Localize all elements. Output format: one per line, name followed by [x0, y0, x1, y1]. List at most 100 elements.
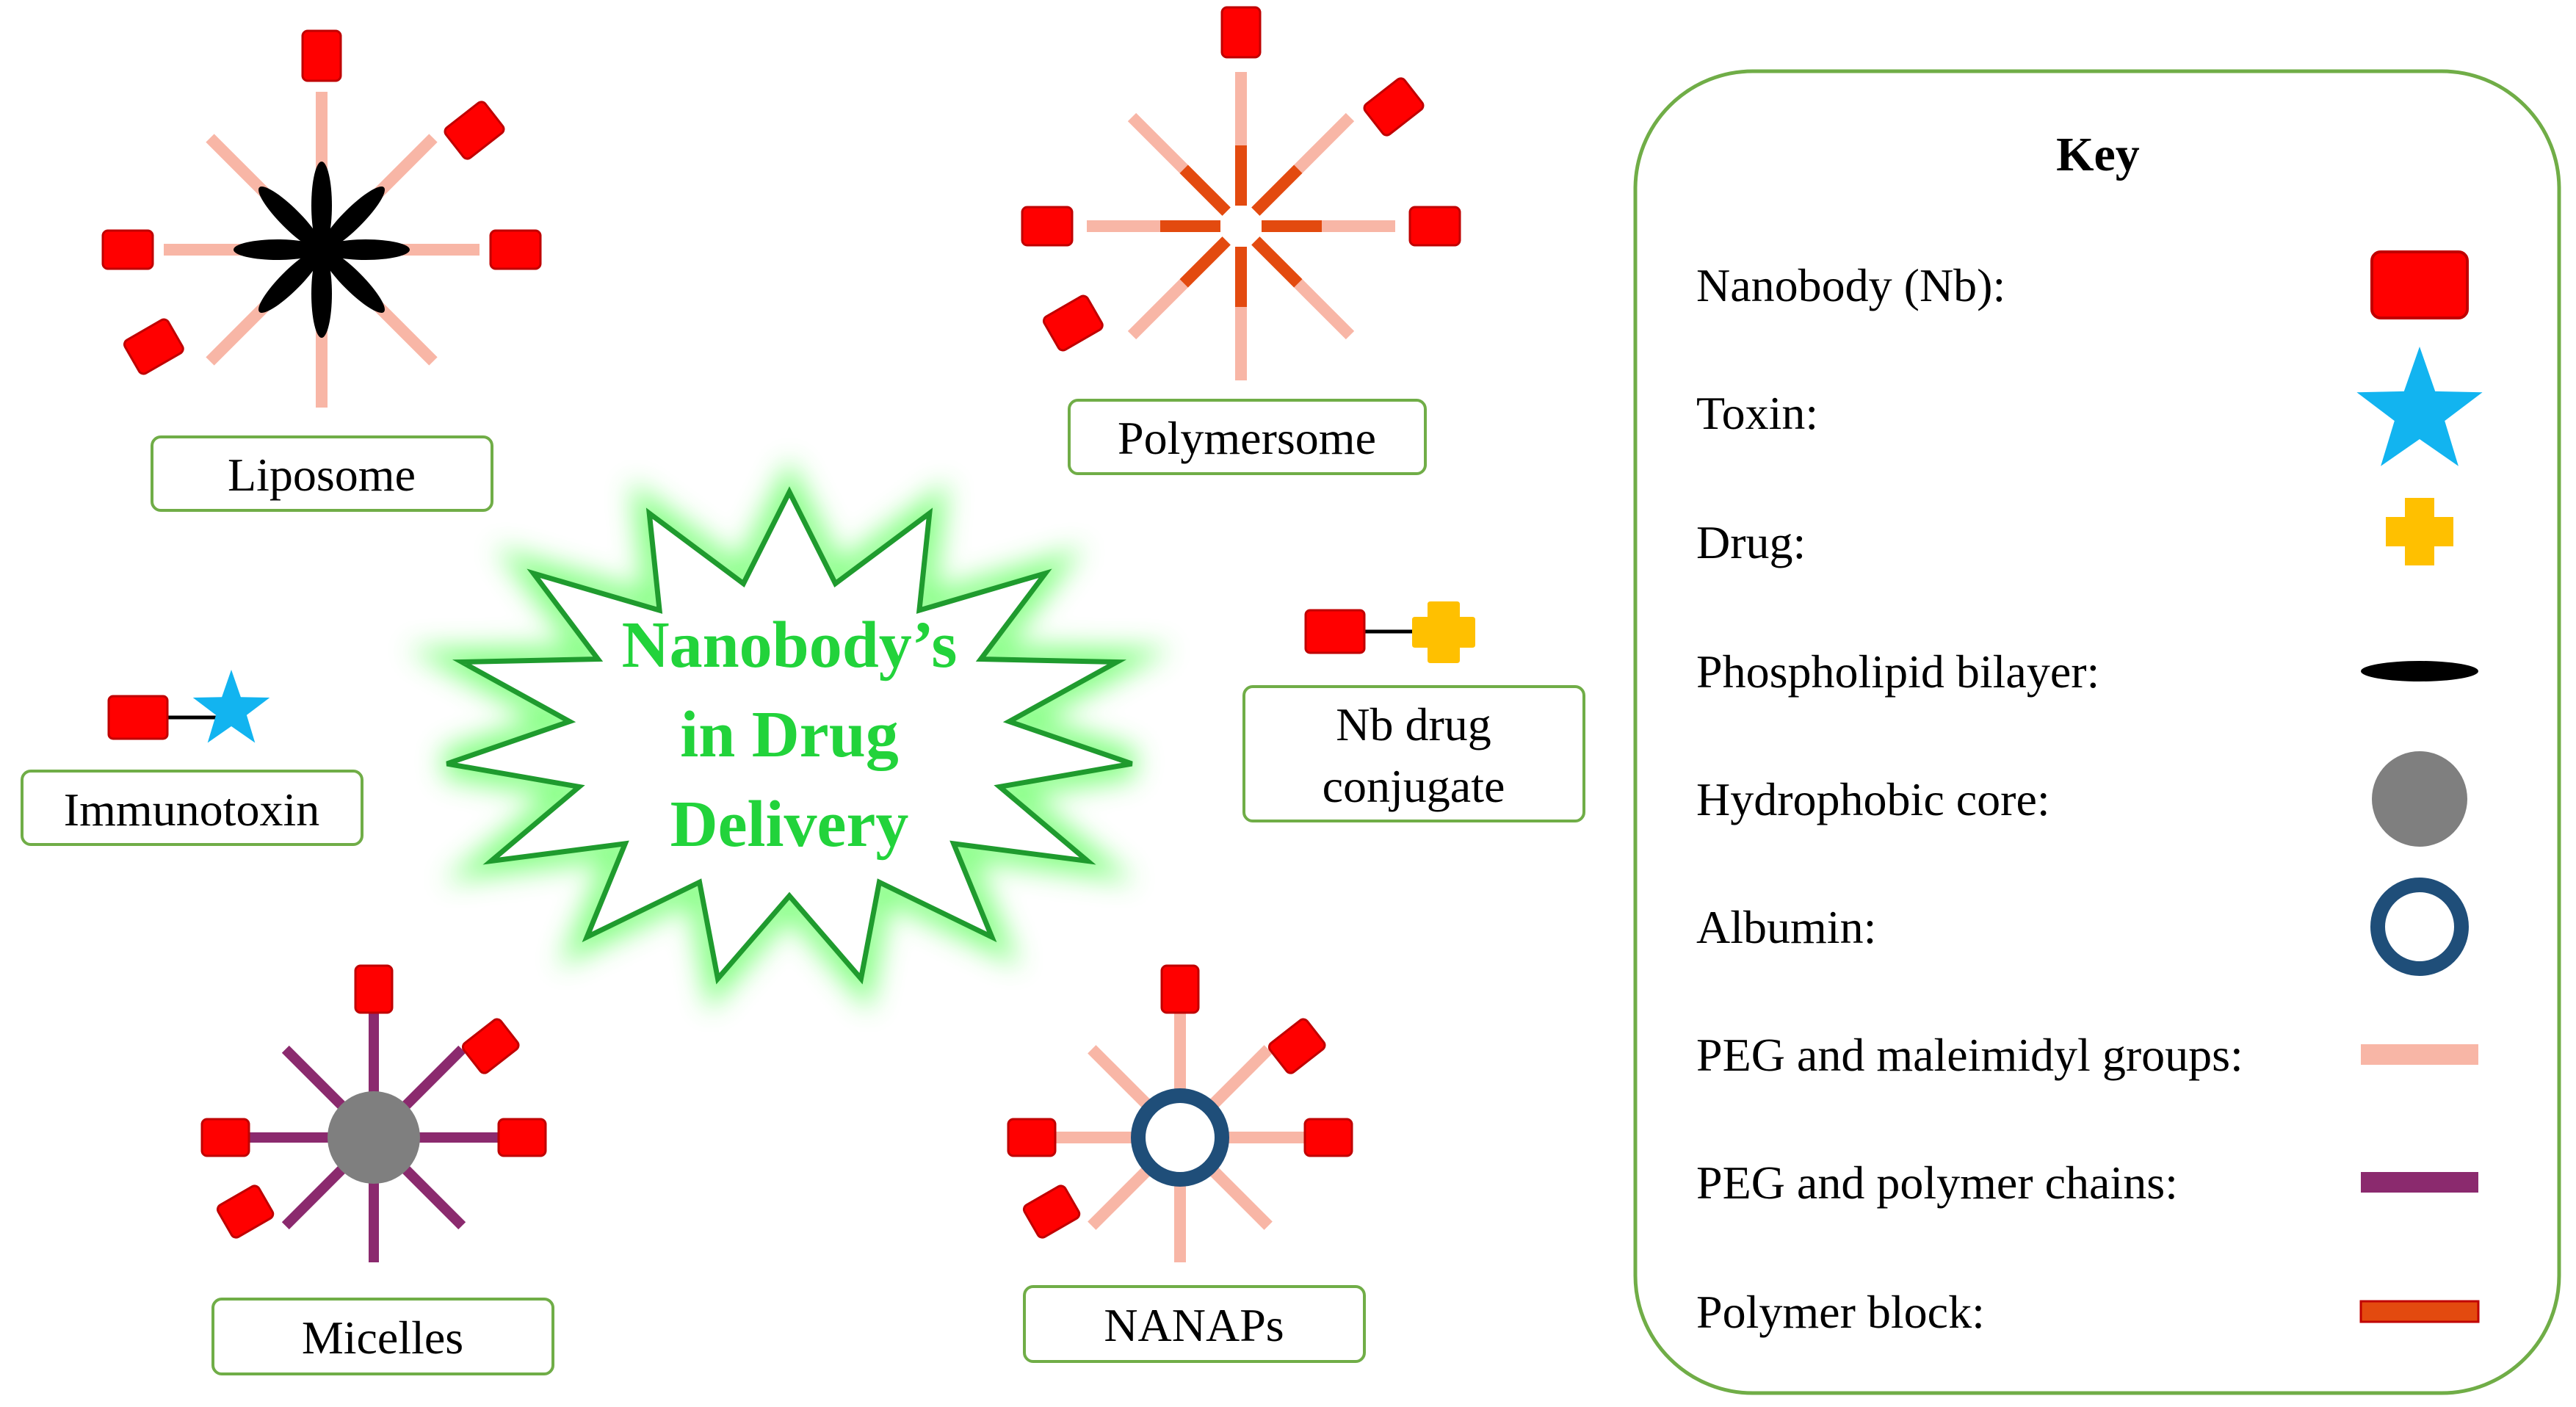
- key-item-label: Toxin:: [1696, 387, 1818, 439]
- nanobody-block: [1021, 206, 1074, 247]
- nanobody-rect: [301, 29, 342, 82]
- micelles-label-box: Micelles: [211, 1298, 554, 1375]
- liposome-diagram: [101, 29, 542, 408]
- nanobody-block: [1363, 77, 1425, 137]
- polymersome-diagram: [1021, 6, 1461, 380]
- phospholipid-petal: [258, 248, 323, 313]
- nanobody-rect: [216, 1184, 275, 1239]
- key-item-label: Nanobody (Nb):: [1696, 259, 2005, 311]
- micelles-label: Micelles: [302, 1312, 463, 1364]
- phospholipid-petal: [320, 248, 385, 313]
- nanobody-rect: [1022, 1184, 1081, 1239]
- polymersome-label: Polymersome: [1118, 412, 1376, 464]
- nanobody-block: [301, 29, 342, 82]
- nanobody-rect: [489, 229, 542, 270]
- liposome-label: Liposome: [228, 449, 416, 501]
- key-title: Key: [2056, 128, 2140, 181]
- conjugate-nanobody: [1304, 609, 1366, 654]
- polymer-block: [1251, 164, 1303, 216]
- nanobody-rect: [123, 318, 184, 375]
- micelles-diagram: [200, 964, 547, 1262]
- nanaps-label-box: NANAPs: [1023, 1285, 1366, 1363]
- phospholipid-petal: [311, 250, 332, 338]
- nanobody-rect: [497, 1118, 547, 1157]
- nanobody-block: [1220, 6, 1262, 59]
- nanobody-block: [1160, 964, 1200, 1014]
- phospholipid-petal: [320, 187, 385, 251]
- phospholipid-petal: [311, 162, 332, 250]
- nanobody-rect: [1042, 294, 1104, 352]
- key-items: Nanobody (Nb): Toxin: Drug: Phospholipid bi…: [1696, 250, 2483, 1338]
- nanobody-rect: [1220, 6, 1262, 59]
- polymer-block: [1179, 164, 1231, 216]
- nanobody-block: [123, 318, 184, 375]
- key-item-label: Drug:: [1696, 516, 1806, 568]
- immunotoxin-nanobody: [107, 695, 169, 740]
- nb-drug-conjugate-label-box: Nb drug conjugate: [1242, 685, 1585, 822]
- conjugate-drug-cross: [1412, 601, 1475, 663]
- nanobody-block: [1042, 294, 1104, 352]
- nanobody-rect: [461, 1018, 520, 1074]
- drug-cross-icon: [2386, 498, 2453, 565]
- nanobody-block: [200, 1118, 250, 1157]
- nanobody-rect: [1303, 1118, 1353, 1157]
- peg-maleimidyl-icon: [2361, 1044, 2478, 1065]
- immunotoxin-toxin-star: [192, 670, 270, 743]
- nanobody-block: [354, 964, 394, 1014]
- nanaps-diagram: [1007, 964, 1353, 1262]
- nanobody-rect: [1363, 77, 1425, 137]
- immunotoxin-label-box: Immunotoxin: [21, 770, 363, 846]
- immunotoxin-diagram: [107, 670, 270, 743]
- toxin-star-icon: [2356, 347, 2483, 466]
- polymersome-polymer-blocks: [1160, 145, 1322, 307]
- polymersome-peg-spokes: [1087, 72, 1395, 380]
- nanobody-block: [1408, 206, 1461, 247]
- nanobody-rect: [101, 229, 154, 270]
- micelle-nanobodies: [200, 964, 547, 1239]
- key-item-label: PEG and maleimidyl groups:: [1696, 1029, 2243, 1081]
- nanobody-block: [1303, 1118, 1353, 1157]
- nanaps-albumin-ring: [1131, 1088, 1229, 1187]
- nb-drug-conjugate-diagram: [1304, 601, 1475, 663]
- polymersome-label-box: Polymersome: [1068, 399, 1427, 475]
- liposome-nanobodies: [101, 29, 542, 375]
- nanobody-icon: [2370, 250, 2469, 319]
- phospholipid-petal: [258, 187, 323, 251]
- polymer-block: [1251, 236, 1303, 288]
- nanobody-rect: [1160, 964, 1200, 1014]
- phospholipid-petal: [234, 239, 322, 260]
- nanobody-rect: [1007, 1118, 1057, 1157]
- polymersome-nanobodies: [1021, 6, 1461, 352]
- nanobody-rect: [1408, 206, 1461, 247]
- albumin-ring-icon: [2370, 878, 2469, 976]
- nanobody-rect: [354, 964, 394, 1014]
- title-line-3: Delivery: [670, 788, 909, 861]
- nanobody-block: [101, 229, 154, 270]
- key-panel: Key Nanobody (Nb): Toxin: Drug: Phospholipi…: [1633, 69, 2561, 1395]
- key-item-label: Phospholipid bilayer:: [1696, 645, 2099, 698]
- nanobody-rect: [200, 1118, 250, 1157]
- liposome-label-box: Liposome: [151, 435, 493, 512]
- phospholipid-petal: [322, 239, 410, 260]
- nanobody-rect: [1021, 206, 1074, 247]
- nanobody-block: [216, 1184, 275, 1239]
- peg-polymer-chains-icon: [2361, 1172, 2478, 1193]
- nanobody-block: [444, 101, 505, 160]
- title-line-1: Nanobody’s: [622, 609, 958, 681]
- nanobody-block: [1022, 1184, 1081, 1239]
- nanaps-nanobodies: [1007, 964, 1353, 1239]
- polymer-block-icon: [2359, 1300, 2480, 1323]
- nanobody-rect: [1267, 1018, 1326, 1074]
- key-item-label: Polymer block:: [1696, 1286, 1985, 1338]
- nb-drug-conjugate-label-line-1: Nb drug: [1336, 698, 1491, 750]
- central-starburst: Nanobody’s in Drug Delivery: [407, 459, 1172, 1012]
- nb-drug-conjugate-label-line-2: conjugate: [1323, 760, 1505, 812]
- immunotoxin-label: Immunotoxin: [64, 784, 319, 836]
- key-item-label: Hydrophobic core:: [1696, 773, 2050, 825]
- nanobody-block: [489, 229, 542, 270]
- nanobody-rect: [444, 101, 505, 160]
- polymer-block: [1179, 236, 1231, 288]
- nanobody-block: [461, 1018, 520, 1074]
- key-item-label: PEG and polymer chains:: [1696, 1157, 2178, 1209]
- title-line-2: in Drug: [680, 698, 899, 771]
